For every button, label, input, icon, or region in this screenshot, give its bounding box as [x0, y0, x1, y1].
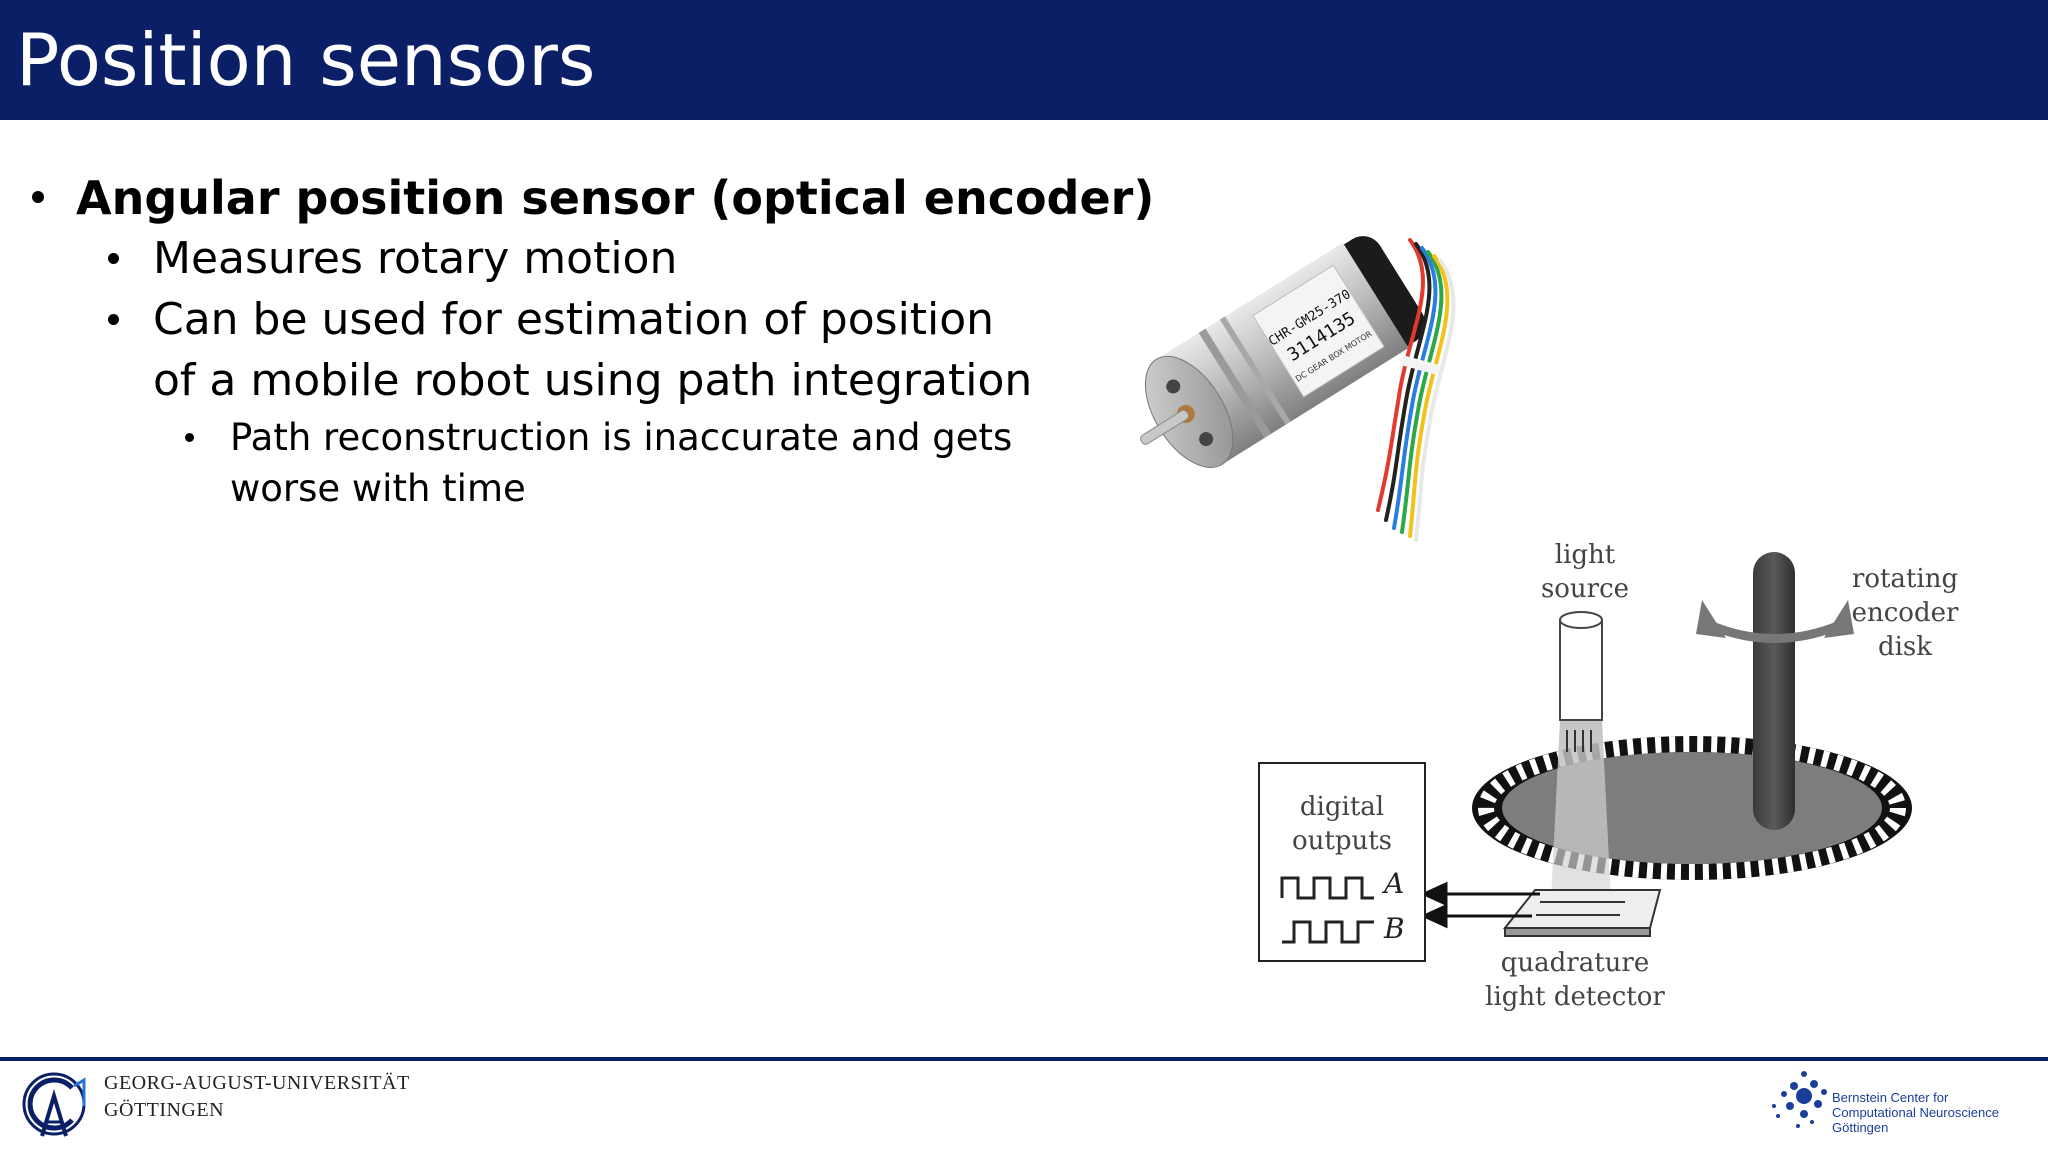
bullet-dot — [185, 433, 194, 442]
bullet-level3-inaccurate: Path reconstruction is inaccurate and ge… — [230, 416, 1013, 459]
encoder-shaft — [1753, 552, 1795, 830]
detector-label: quadrature light detector — [1470, 946, 1680, 1014]
square-wave-icon — [1280, 876, 1374, 944]
encoder-disk — [1472, 736, 1912, 880]
slide-title: Position sensors — [16, 18, 596, 102]
university-seal-logo — [22, 1072, 86, 1137]
bullet-dot — [108, 314, 119, 325]
motor-encoder-photo: CHR-GM25-370 3114135 DC GEAR BOX MOTOR — [1140, 236, 1456, 542]
university-name-line2: GÖTTINGEN — [104, 1099, 225, 1121]
bccn-name-line2: Computational Neuroscience — [1832, 1105, 1999, 1120]
footer-divider — [0, 1057, 2048, 1061]
light-source-line1: light — [1554, 540, 1616, 570]
bullet-level2-estimation-cont: of a mobile robot using path integration — [153, 355, 1033, 406]
bccn-name: Bernstein Center for Computational Neuro… — [1832, 1090, 1999, 1135]
bccn-logo — [1772, 1071, 1827, 1128]
bullet-level1: Angular position sensor (optical encoder… — [76, 171, 1155, 225]
light-source-cylinder — [1559, 611, 1603, 752]
digital-label-line2: outputs — [1291, 826, 1393, 856]
light-source-line2: source — [1540, 574, 1630, 604]
bullet-dot — [32, 191, 44, 203]
channel-b-label: B — [1384, 912, 1405, 945]
bccn-name-line1: Bernstein Center for — [1832, 1090, 1949, 1105]
detector-line2: light detector — [1485, 982, 1665, 1012]
bullet-dot — [108, 253, 119, 264]
bccn-name-line3: Göttingen — [1832, 1120, 1889, 1135]
optical-encoder-diagram — [1420, 552, 1912, 937]
digital-outputs-box: digital outputs A B — [1258, 762, 1426, 962]
rotating-disk-line1: rotating — [1851, 564, 1959, 594]
digital-outputs-label: digital outputs — [1260, 790, 1424, 858]
rotation-arrow-icon — [1708, 620, 1842, 643]
title-bar: Position sensors — [0, 0, 2048, 120]
light-source-label: light source — [1530, 538, 1640, 606]
digital-label-line1: digital — [1299, 792, 1385, 822]
bullet-level2-rotary: Measures rotary motion — [153, 233, 678, 284]
bullet-level2-estimation: Can be used for estimation of position — [153, 294, 995, 345]
bullet-level3-inaccurate-cont: worse with time — [230, 467, 526, 510]
channel-a-label: A — [1384, 867, 1405, 900]
university-name-line1: GEORG-AUGUST-UNIVERSITÄT — [104, 1072, 410, 1094]
detector-line1: quadrature — [1500, 948, 1650, 978]
university-name: GEORG-AUGUST-UNIVERSITÄT GÖTTINGEN — [104, 1070, 410, 1124]
quadrature-detector — [1502, 889, 1662, 937]
rotating-disk-line3: disk — [1877, 632, 1933, 662]
rotating-disk-line2: encoder — [1851, 598, 1959, 628]
rotating-disk-label: rotating encoder disk — [1840, 562, 1970, 664]
